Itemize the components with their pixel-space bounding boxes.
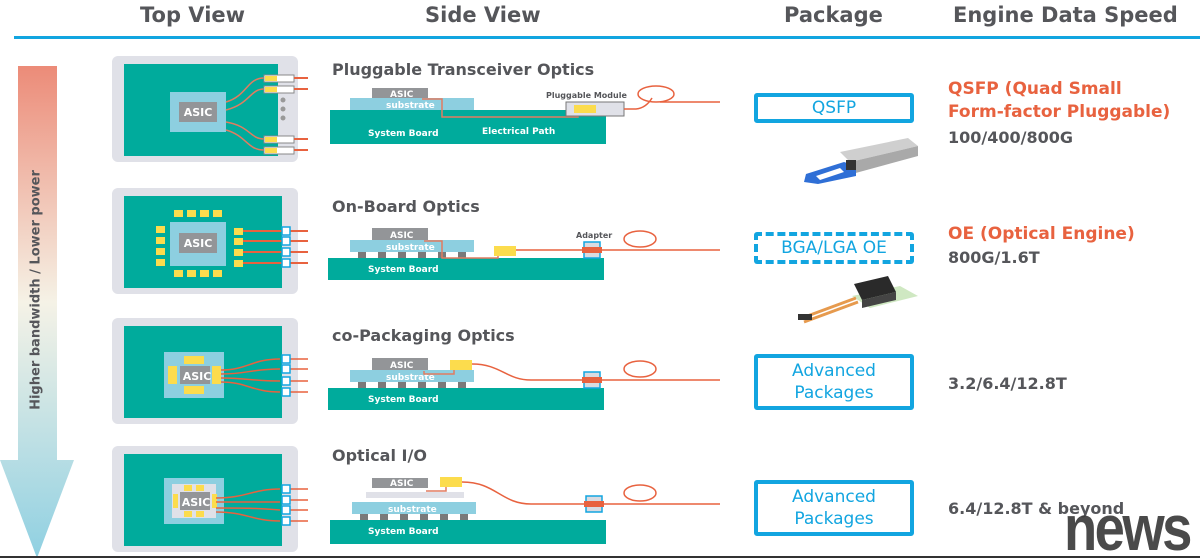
package-label-line-1: Advanced xyxy=(792,487,876,507)
package-box-advanced-1: Advanced Packages xyxy=(754,354,914,410)
electrical-path-label: Electrical Path xyxy=(482,127,555,137)
system-board xyxy=(330,110,606,144)
adapters xyxy=(281,226,291,268)
engine-title-line-1: QSFP (Quad Small xyxy=(948,79,1122,99)
section-title-optical-io: Optical I/O xyxy=(332,446,427,465)
svg-text:substrate: substrate xyxy=(386,373,435,383)
ellipsis-dots xyxy=(280,97,286,121)
interposer xyxy=(366,492,464,498)
fibers xyxy=(294,77,308,151)
side-view-on-board: System Board substrate ASIC Adapter xyxy=(328,228,720,280)
top-view-co-packaging: ASIC xyxy=(112,318,308,424)
asic-label: ASIC xyxy=(390,90,414,100)
svg-text:System Board: System Board xyxy=(368,527,439,537)
optical-engine xyxy=(494,246,516,256)
optical-engines xyxy=(156,210,243,277)
adapter-label: Adapter xyxy=(576,231,612,240)
bottom-divider xyxy=(0,556,1200,558)
asic-chip xyxy=(179,102,217,122)
header-top-view: Top View xyxy=(140,3,246,27)
package-box-advanced-2: Advanced Packages xyxy=(754,480,914,536)
top-view-on-board: ASIC xyxy=(112,188,308,294)
engine-speed-oe: 800G/1.6T xyxy=(948,248,1040,267)
pluggable-module-label: Pluggable Module xyxy=(546,91,627,100)
side-view-co-packaging: System Board substrate ASIC xyxy=(328,358,720,410)
svg-text:System Board: System Board xyxy=(368,265,439,275)
header-engine-data-speed: Engine Data Speed xyxy=(953,3,1178,27)
package-label: BGA/LGA OE xyxy=(781,238,887,258)
package-label: QSFP xyxy=(811,98,857,118)
engine-speed-co-packaging: 3.2/6.4/12.8T xyxy=(948,374,1067,393)
package-box-qsfp: QSFP xyxy=(754,93,914,123)
svg-text:ASIC: ASIC xyxy=(182,496,211,509)
electrical-traces xyxy=(225,77,265,151)
svg-text:ASIC: ASIC xyxy=(390,231,414,241)
side-view-optical-io: System Board substrate ASIC xyxy=(330,477,720,544)
header-package: Package xyxy=(784,3,883,27)
fiber-loop xyxy=(637,85,675,103)
substrate xyxy=(350,98,474,110)
svg-text:ASIC: ASIC xyxy=(390,479,414,489)
qsfp-module-image xyxy=(804,138,918,184)
top-view-optical-io: ASIC xyxy=(112,446,308,552)
bandwidth-arrow-label: Higher bandwidth / Lower power xyxy=(28,170,44,410)
section-title-pluggable: Pluggable Transceiver Optics xyxy=(332,60,595,79)
system-board-label: System Board xyxy=(368,129,439,139)
svg-text:substrate: substrate xyxy=(388,505,437,515)
engine-title-qsfp: QSFP (Quad Small Form-factor Pluggable) xyxy=(948,78,1170,124)
top-view-pluggable: ASIC xyxy=(112,56,308,162)
fiber xyxy=(624,97,720,110)
optical-engine-module-image xyxy=(798,276,918,324)
asic-label: ASIC xyxy=(184,106,213,119)
engine-speed-optical-io: 6.4/12.8T & beyond xyxy=(948,499,1125,518)
bandwidth-arrow-icon xyxy=(0,66,74,558)
package-box-bga-lga: BGA/LGA OE xyxy=(754,232,914,264)
optical-engine xyxy=(574,105,596,113)
substrate-label: substrate xyxy=(386,101,435,111)
engine-speed-qsfp: 100/400/800G xyxy=(948,128,1074,147)
svg-text:ASIC: ASIC xyxy=(183,370,212,383)
fiber-loop xyxy=(623,230,657,248)
header-side-view: Side View xyxy=(425,3,541,27)
section-title-on-board: On-Board Optics xyxy=(332,197,480,216)
package-label-line-2: Packages xyxy=(794,383,874,403)
asic-chip xyxy=(372,88,428,98)
svg-text:ASIC: ASIC xyxy=(184,237,213,250)
news-watermark: news xyxy=(1064,492,1192,558)
svg-text:System Board: System Board xyxy=(368,395,439,405)
package-label-line-2: Packages xyxy=(794,509,874,529)
section-title-co-packaging: co-Packaging Optics xyxy=(332,326,515,345)
svg-text:ASIC: ASIC xyxy=(390,361,414,371)
side-view-pluggable: System Board Electrical Path substrate A… xyxy=(330,85,720,144)
svg-text:substrate: substrate xyxy=(386,243,435,253)
package-label-line-1: Advanced xyxy=(792,361,876,381)
engine-title-oe: OE (Optical Engine) xyxy=(948,224,1135,244)
engine-title-line-2: Form-factor Pluggable) xyxy=(948,102,1171,122)
header-divider xyxy=(14,36,1200,39)
